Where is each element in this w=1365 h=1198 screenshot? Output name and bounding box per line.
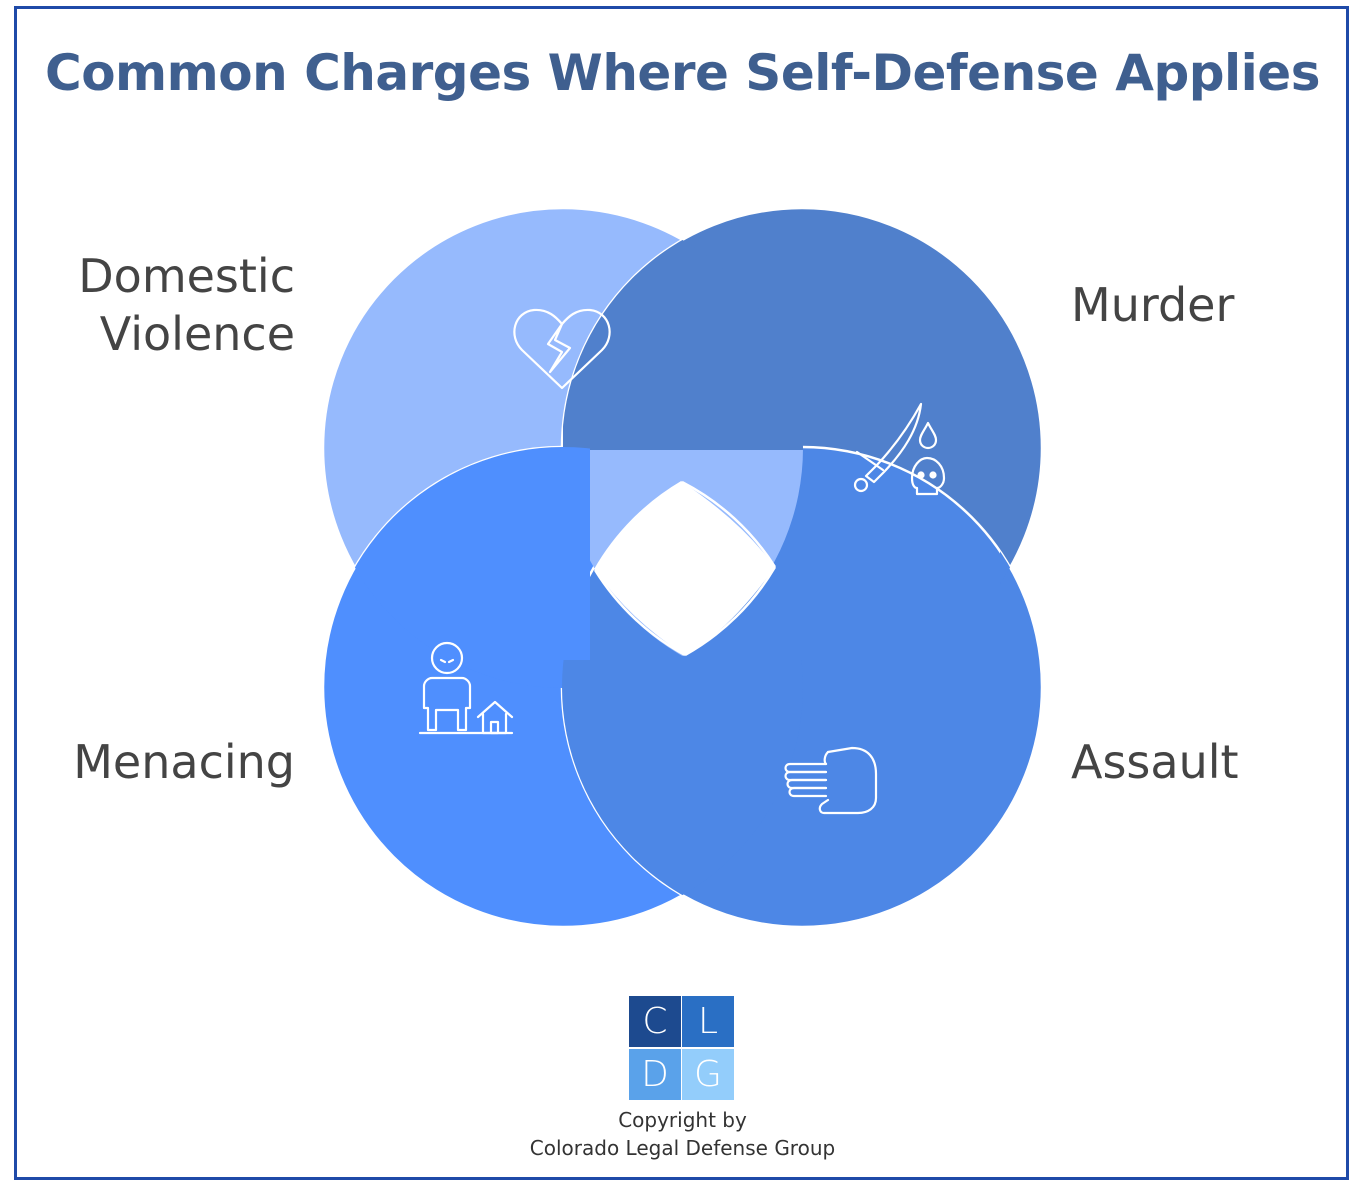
logo-cell-l: L: [682, 996, 734, 1047]
fist-icon: [784, 746, 878, 815]
label-murder: Murder: [1071, 278, 1235, 332]
label-domestic-line1: Domestic: [78, 249, 295, 303]
logo-cell-c: C: [629, 996, 681, 1047]
broken-heart-icon: [513, 308, 611, 390]
label-domestic-violence: Domestic Violence: [40, 247, 295, 363]
page-title: Common Charges Where Self-Defense Applie…: [45, 44, 1320, 102]
center-hole: [595, 482, 775, 655]
copyright-line1: Copyright by: [618, 1108, 747, 1132]
label-domestic-line2: Violence: [99, 307, 295, 361]
logo-cell-d: D: [629, 1049, 681, 1100]
person-house-icon: [418, 641, 514, 735]
label-assault: Assault: [1071, 735, 1239, 789]
cldg-logo: C L D G: [629, 996, 734, 1100]
knife-skull-icon: [853, 402, 946, 496]
label-menacing: Menacing: [73, 735, 295, 789]
copyright-line2: Colorado Legal Defense Group: [529, 1136, 836, 1160]
infographic-frame: [14, 6, 1349, 1180]
logo-cell-g: G: [682, 1049, 734, 1100]
